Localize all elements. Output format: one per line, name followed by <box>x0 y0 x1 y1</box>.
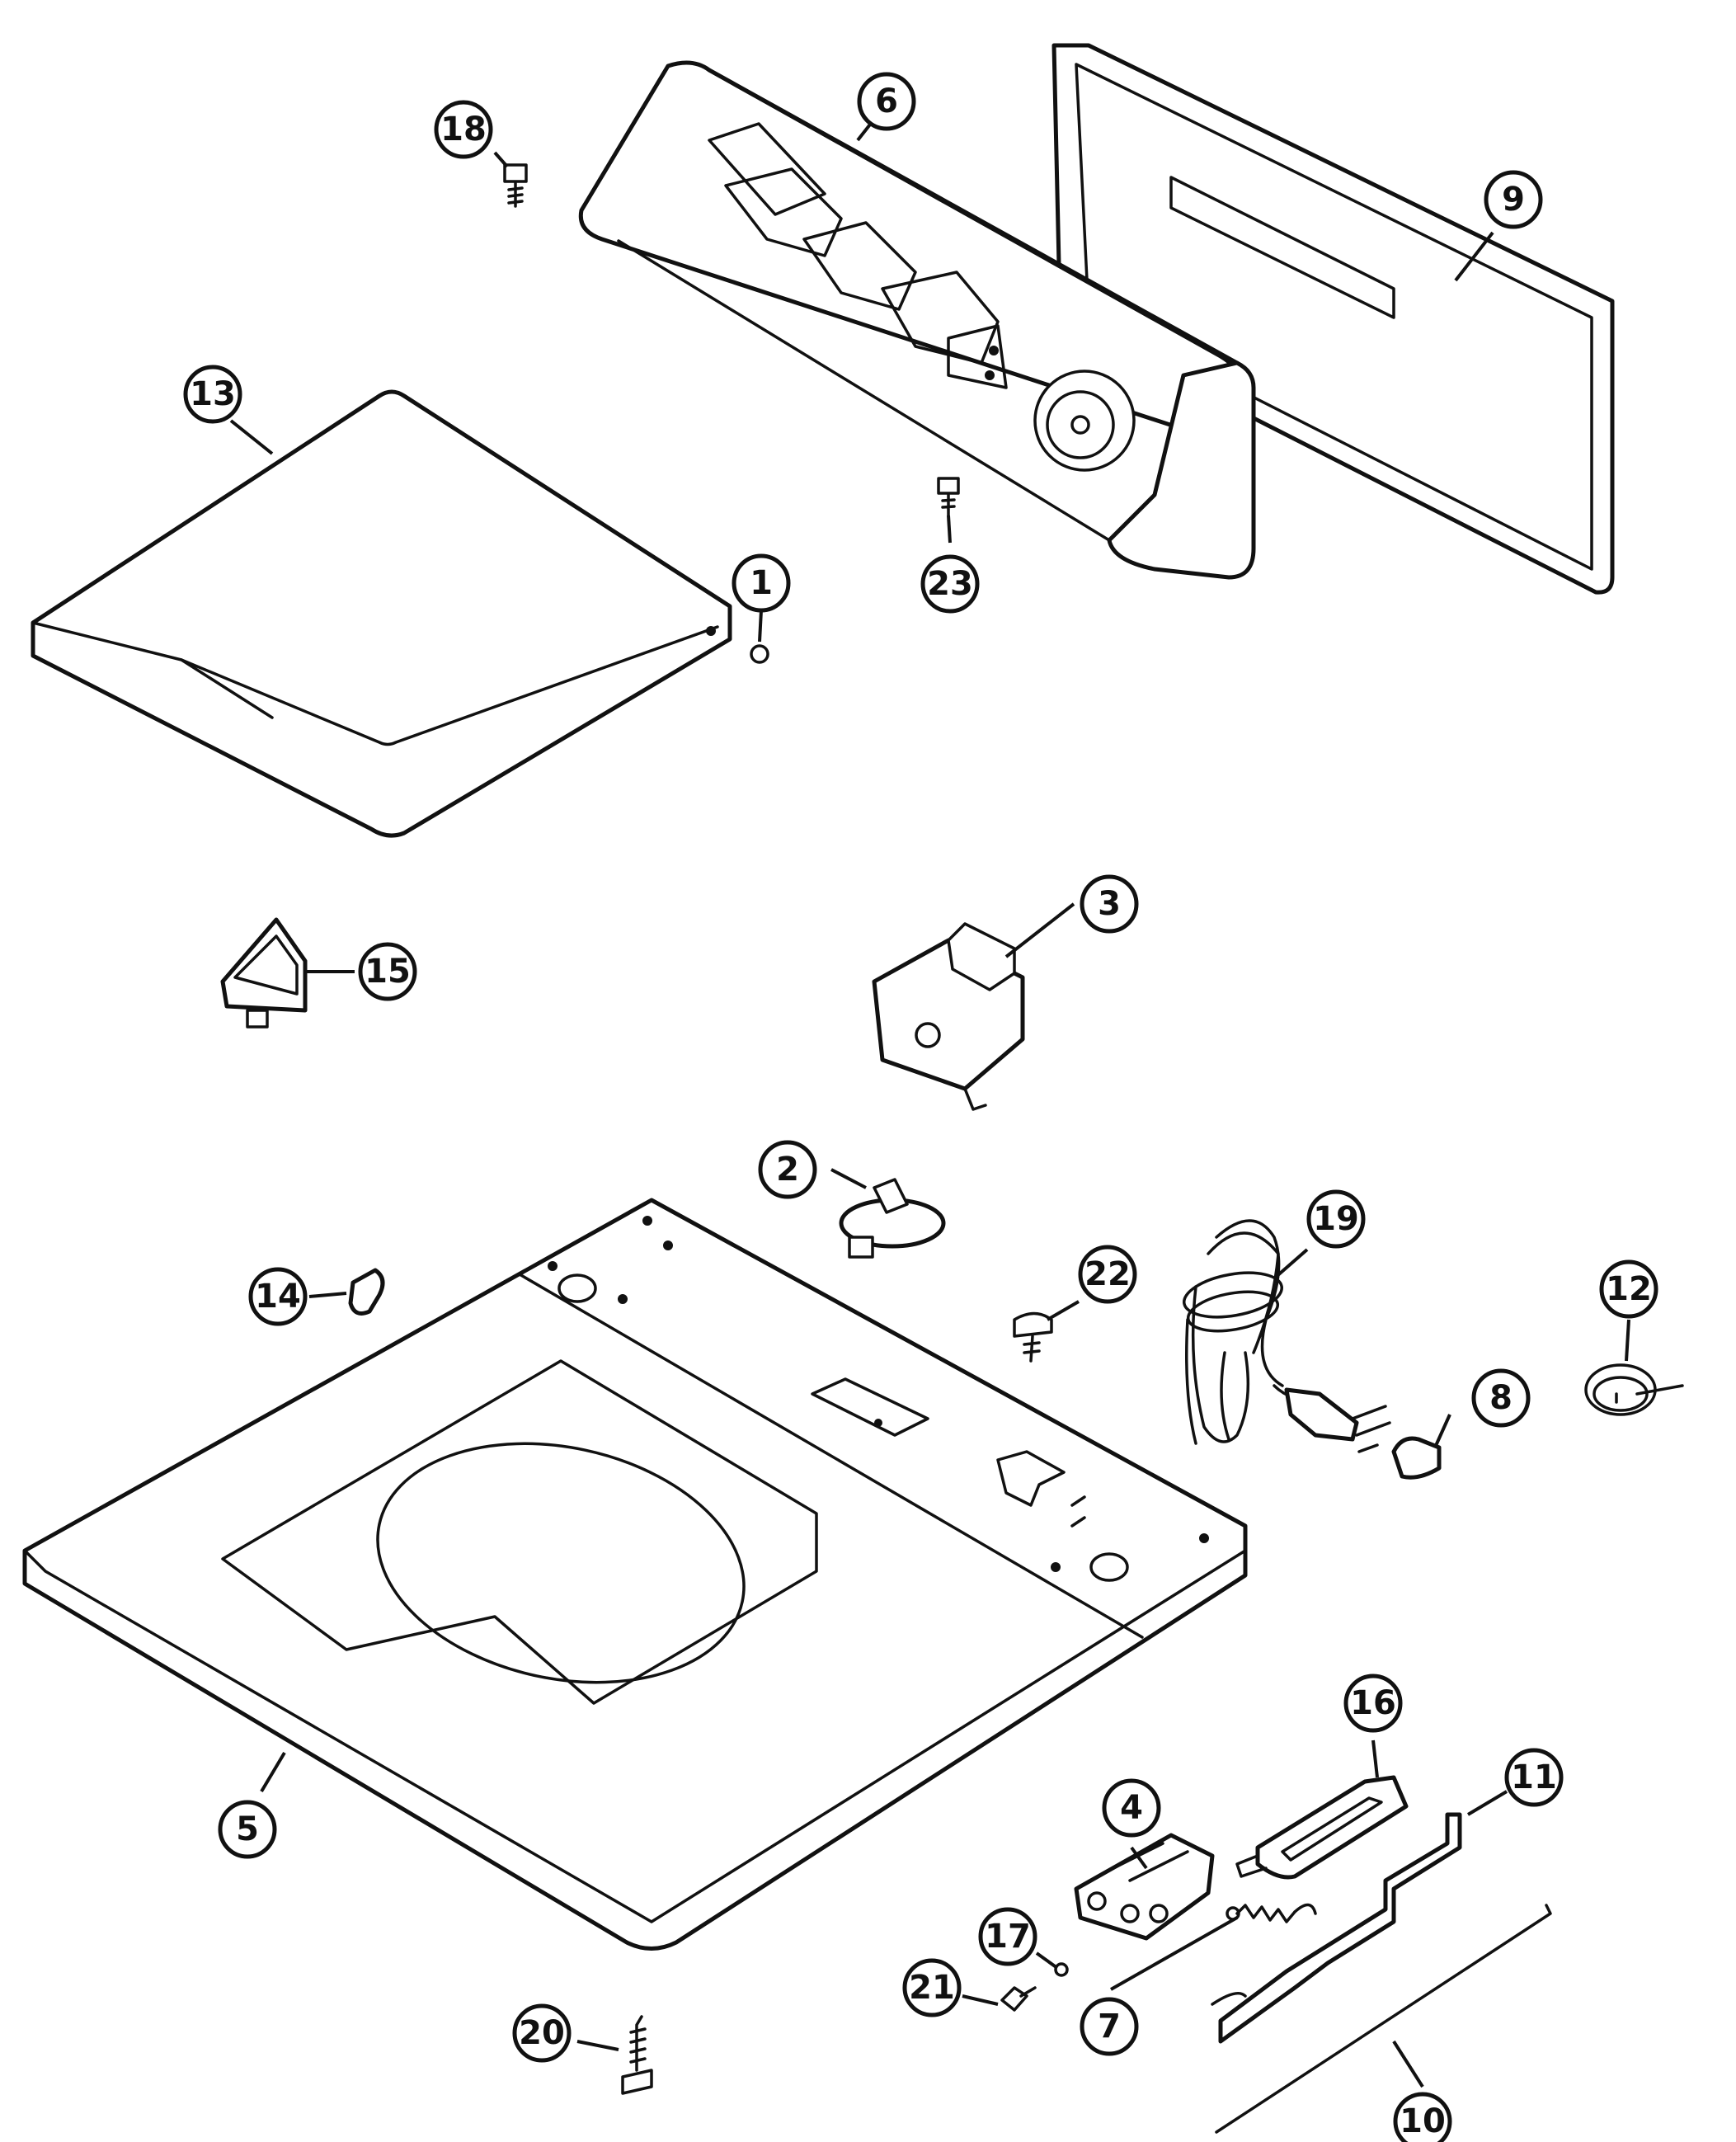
callout-10: 10 <box>1393 2092 1452 2142</box>
callout-label: 5 <box>236 1810 259 1848</box>
screw-23-part <box>937 477 960 517</box>
lid-part <box>31 389 732 838</box>
screw-20-part <box>621 2015 653 2095</box>
callout-label: 15 <box>365 953 411 991</box>
callout-16: 16 <box>1343 1674 1403 1733</box>
control-console-part <box>578 60 1256 580</box>
callout-label: 3 <box>1098 885 1121 923</box>
strain-relief-12-part <box>1584 1363 1684 1416</box>
callout-9: 9 <box>1484 170 1543 229</box>
switch-4-part <box>1074 1833 1215 1941</box>
callout-label: 13 <box>190 375 236 413</box>
callout-21: 21 <box>902 1958 962 2017</box>
power-cord-19-part <box>1183 1219 1391 1453</box>
callout-22: 22 <box>1078 1245 1137 1304</box>
plug-14-part <box>348 1268 385 1316</box>
callout-label: 17 <box>985 1918 1031 1956</box>
top-panel-5-part <box>22 1198 1248 1951</box>
callout-label: 22 <box>1084 1255 1131 1293</box>
callout-15: 15 <box>358 942 417 1001</box>
callout-label: 21 <box>909 1969 955 2007</box>
callout-label: 7 <box>1098 2008 1121 2045</box>
callout-label: 18 <box>440 111 487 148</box>
callout-label: 19 <box>1313 1200 1359 1238</box>
spring-7-part <box>1226 1903 1317 1923</box>
callout-1: 1 <box>732 553 791 613</box>
callout-14: 14 <box>248 1267 308 1326</box>
callout-3: 3 <box>1080 874 1139 934</box>
callout-label: 2 <box>776 1151 799 1189</box>
bushing-8-part <box>1391 1436 1442 1480</box>
callout-7: 7 <box>1080 1997 1139 2056</box>
callout-label: 16 <box>1350 1684 1396 1722</box>
callout-label: 6 <box>875 82 898 120</box>
callout-23: 23 <box>920 554 980 614</box>
callout-11: 11 <box>1504 1748 1564 1807</box>
bumper-1-part <box>750 644 769 664</box>
callout-12: 12 <box>1599 1259 1658 1319</box>
callout-19: 19 <box>1306 1189 1366 1249</box>
callout-13: 13 <box>183 365 242 424</box>
callout-label: 9 <box>1502 181 1525 219</box>
callout-label: 10 <box>1400 2102 1446 2140</box>
leader-lines <box>229 115 1630 2088</box>
callout-label: 8 <box>1489 1379 1513 1417</box>
assembly-10-bracket <box>1215 1904 1552 2134</box>
lid-switch-3-part <box>872 922 1025 1111</box>
callout-8: 8 <box>1471 1368 1531 1428</box>
callout-label: 11 <box>1511 1758 1557 1796</box>
lever-11-part <box>1218 1812 1462 2044</box>
door-stop-15-part <box>220 917 308 1029</box>
screw-21-part <box>1000 1986 1037 2012</box>
handle-16-part <box>1235 1775 1409 1880</box>
callout-20: 20 <box>512 2003 572 2063</box>
callout-label: 23 <box>927 565 973 603</box>
callout-6: 6 <box>857 72 916 131</box>
callout-label: 1 <box>750 564 773 602</box>
callout-label: 20 <box>519 2014 565 2052</box>
callout-4: 4 <box>1102 1778 1161 1838</box>
callout-label: 4 <box>1120 1789 1143 1827</box>
screw-22-part <box>1013 1311 1053 1363</box>
callout-2: 2 <box>758 1140 817 1199</box>
washer-17-part <box>1054 1962 1069 1977</box>
strike-2-part <box>839 1178 946 1259</box>
screw-18-part <box>503 163 528 208</box>
callout-18: 18 <box>434 100 493 159</box>
callout-label: 12 <box>1606 1270 1652 1308</box>
callout-5: 5 <box>218 1800 277 1859</box>
callout-17: 17 <box>978 1907 1037 1966</box>
callout-label: 14 <box>255 1278 301 1316</box>
